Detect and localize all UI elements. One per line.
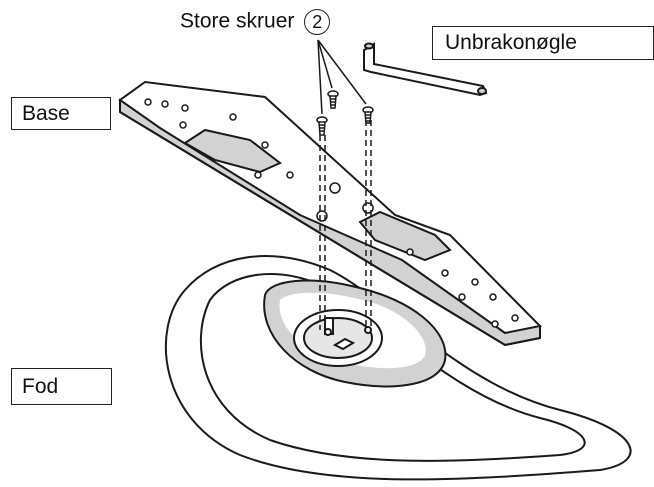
screw-icon bbox=[316, 116, 328, 136]
base-plate bbox=[118, 80, 543, 347]
foot-screw-hole-left bbox=[324, 328, 332, 336]
base-hole bbox=[181, 104, 189, 112]
base-hole bbox=[489, 293, 497, 301]
base-hole bbox=[286, 171, 294, 179]
base-hole bbox=[261, 141, 269, 149]
screw-leader-lines bbox=[317, 39, 367, 115]
base-slot-right bbox=[358, 210, 452, 262]
foot-mount-tab bbox=[332, 337, 356, 351]
screw-icon bbox=[327, 90, 339, 109]
base-hole bbox=[144, 98, 152, 106]
screws-label: Store skruer 2 bbox=[180, 9, 331, 35]
base-hole bbox=[179, 121, 187, 129]
base-slot-left bbox=[183, 128, 282, 174]
base-hole bbox=[511, 314, 519, 322]
screws-label-text: Store skruer bbox=[180, 9, 295, 33]
base-hole bbox=[329, 182, 341, 194]
screw-count-badge: 2 bbox=[304, 9, 331, 35]
base-hole bbox=[491, 320, 499, 328]
base-hole bbox=[254, 171, 262, 179]
base-hole bbox=[406, 248, 414, 256]
base-plate-bottom-edge bbox=[119, 111, 541, 347]
foot-screw-hole-right bbox=[364, 326, 372, 334]
alignment-lines bbox=[319, 120, 372, 330]
hex-key-label: Unbrakonøgle bbox=[432, 26, 654, 60]
foot-mount-hub-inner bbox=[303, 317, 373, 359]
screw-icon bbox=[362, 106, 374, 124]
base-hole bbox=[441, 269, 449, 277]
foot-stand bbox=[164, 255, 632, 481]
foot-label: Fod bbox=[11, 368, 112, 405]
base-hole bbox=[229, 113, 237, 121]
base-hole bbox=[471, 278, 479, 286]
base-label: Base bbox=[11, 97, 111, 130]
screws bbox=[316, 90, 374, 136]
hex-key-icon bbox=[363, 42, 488, 97]
base-holes bbox=[144, 98, 519, 328]
base-hole bbox=[458, 293, 466, 301]
base-hole bbox=[161, 100, 169, 108]
